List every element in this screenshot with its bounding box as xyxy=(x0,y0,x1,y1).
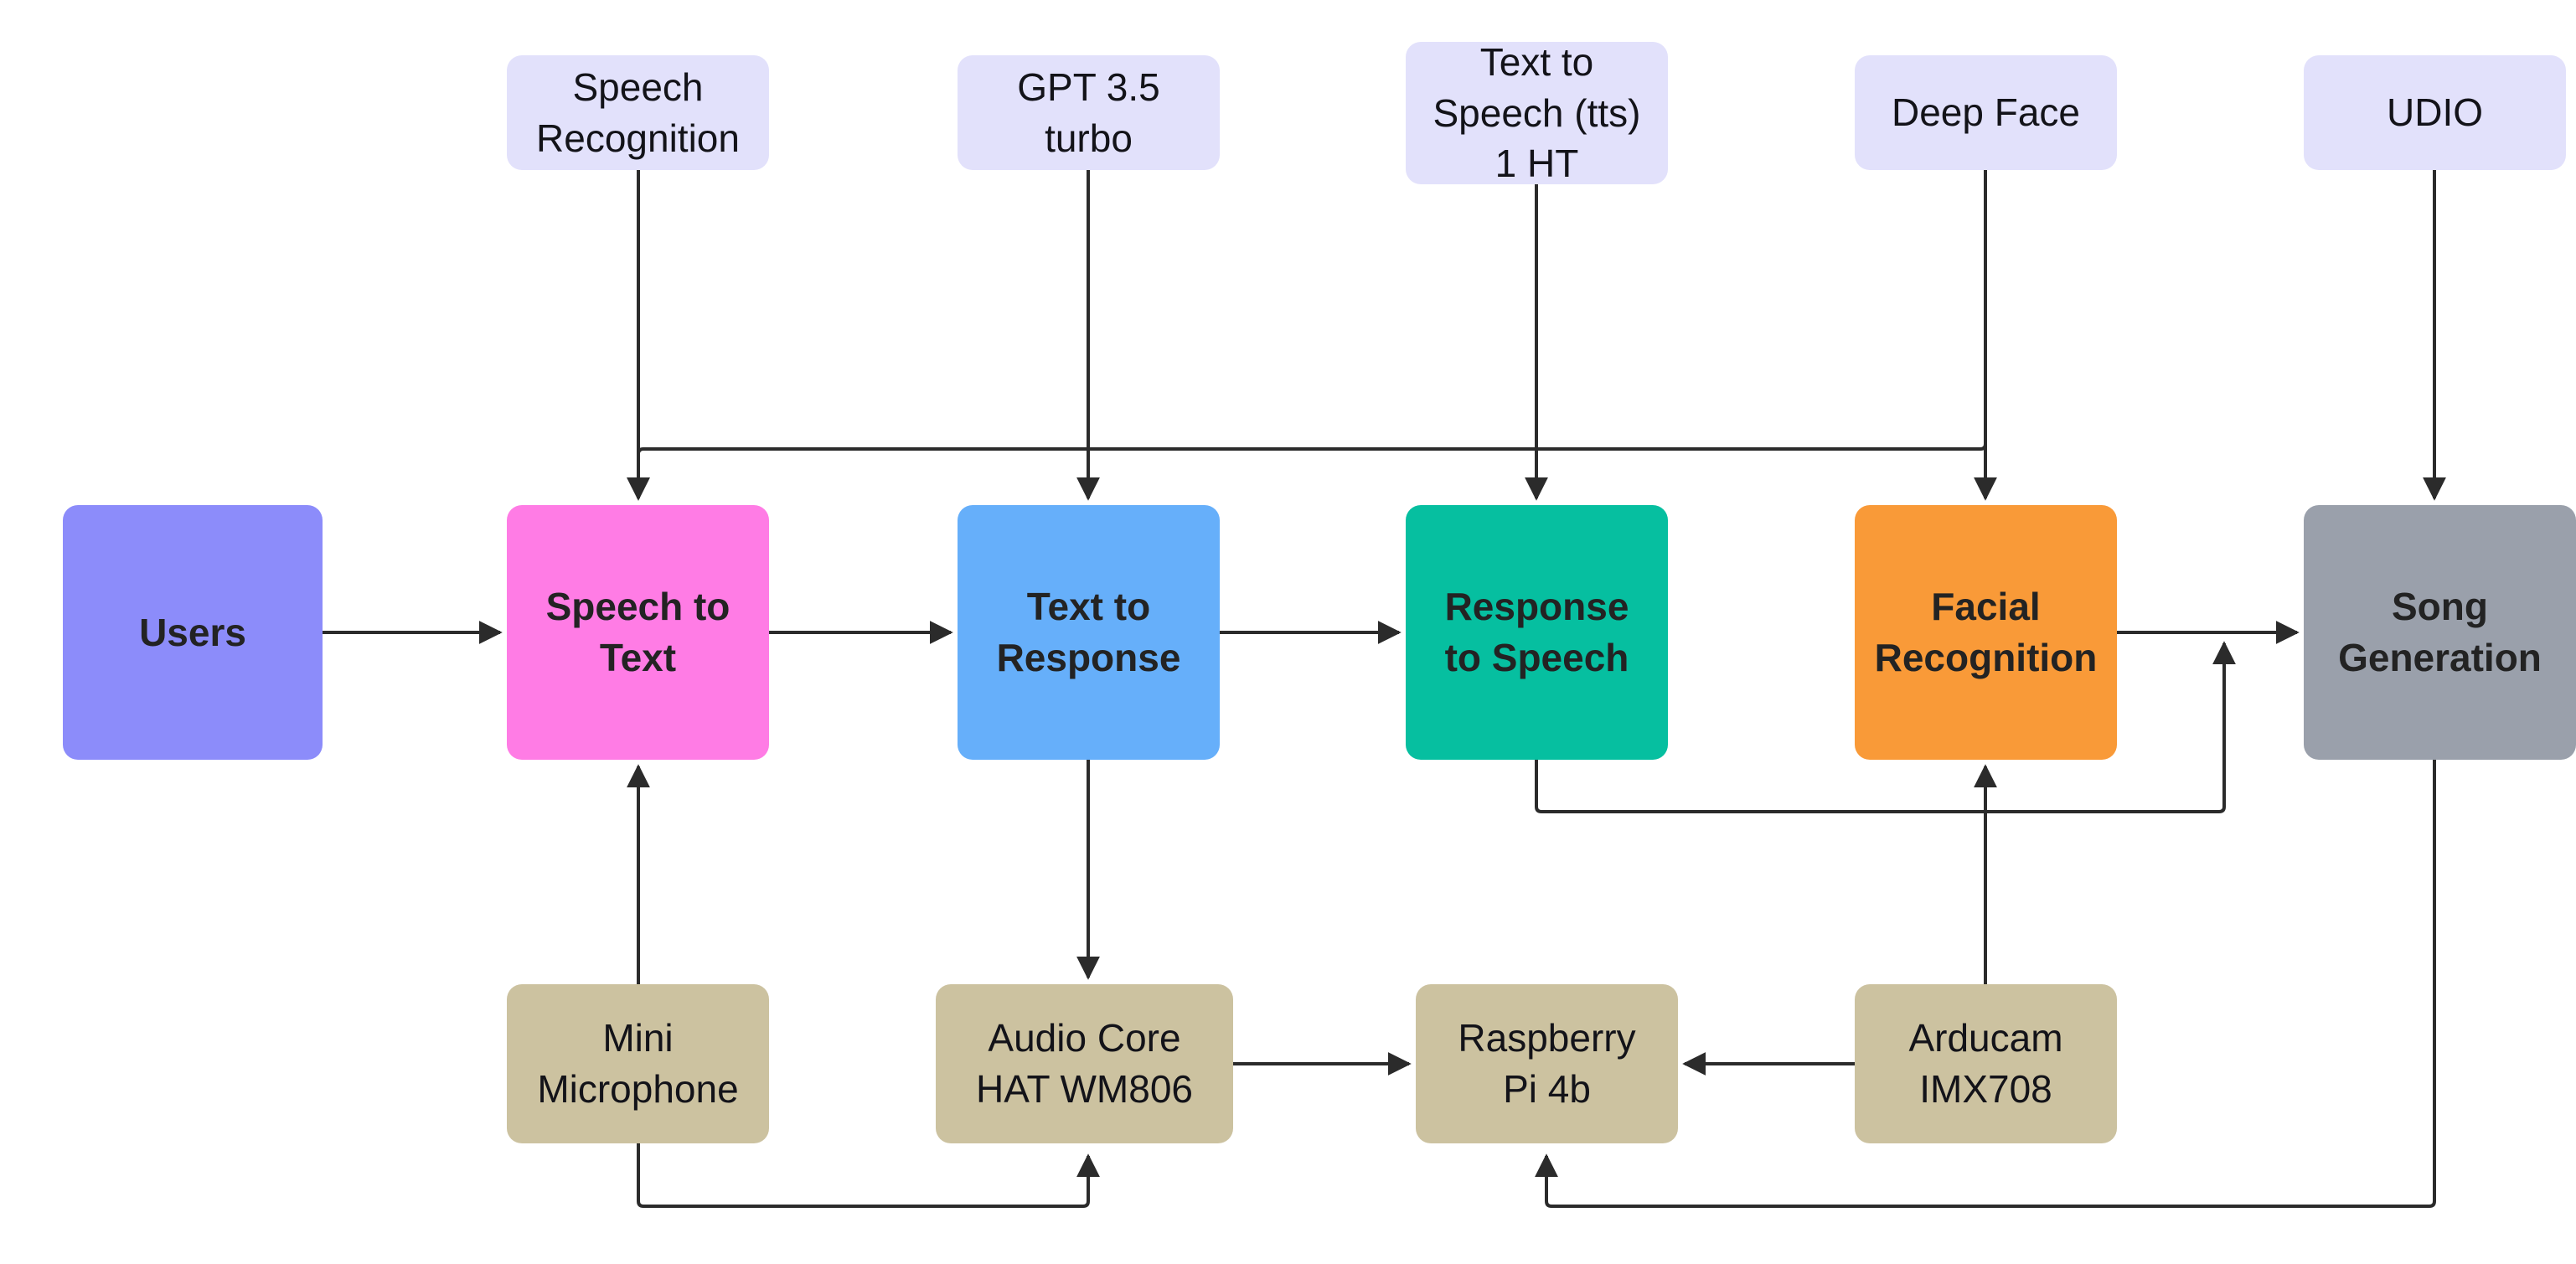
node-arducam[interactable]: Arducam IMX708 xyxy=(1855,984,2117,1143)
edge-deep-face-to-speech-to-text xyxy=(627,419,1987,501)
node-udio[interactable]: UDIO xyxy=(2304,55,2566,170)
node-label: UDIO xyxy=(2387,90,2483,135)
node-label: Raspberry Pi 4b xyxy=(1458,1016,1636,1111)
node-speech-to-text[interactable]: Speech to Text xyxy=(507,505,769,760)
node-label: Speech to Text xyxy=(545,585,730,679)
node-label: Speech Recognition xyxy=(536,64,740,160)
node-speech-recognition[interactable]: Speech Recognition xyxy=(507,55,769,170)
node-label: Mini Microphone xyxy=(537,1016,739,1111)
node-song-generation[interactable]: Song Generation xyxy=(2304,505,2576,760)
node-label: Deep Face xyxy=(1891,90,2080,135)
node-users[interactable]: Users xyxy=(63,505,323,760)
edge-response-to-speech-to-song-generation xyxy=(1535,641,2236,813)
node-label: Text to Response xyxy=(996,585,1181,679)
node-deep-face[interactable]: Deep Face xyxy=(1855,55,2117,170)
node-gpt-35-turbo[interactable]: GPT 3.5 turbo xyxy=(958,55,1220,170)
node-audio-core-hat[interactable]: Audio Core HAT WM806 xyxy=(936,984,1233,1143)
node-label: Audio Core HAT WM806 xyxy=(975,1016,1194,1111)
node-label: GPT 3.5 turbo xyxy=(1017,64,1160,160)
node-label: Facial Recognition xyxy=(1874,585,2098,679)
node-response-to-speech[interactable]: Response to Speech xyxy=(1406,505,1668,760)
node-mini-microphone[interactable]: Mini Microphone xyxy=(507,984,769,1143)
node-text-to-speech-tts[interactable]: Text to Speech (tts) 1 HT xyxy=(1406,40,1668,185)
node-text-to-response[interactable]: Text to Response xyxy=(958,505,1220,760)
node-label: Response to Speech xyxy=(1444,585,1629,679)
node-facial-recognition[interactable]: Facial Recognition xyxy=(1855,505,2117,760)
node-label: Users xyxy=(139,610,246,654)
node-label: Arducam IMX708 xyxy=(1908,1016,2063,1111)
edge-song-generation-to-raspberry-pi xyxy=(1535,760,2436,1208)
node-label: Song Generation xyxy=(2338,585,2542,679)
node-raspberry-pi[interactable]: Raspberry Pi 4b xyxy=(1416,984,1678,1143)
edge-mini-microphone-to-audio-core xyxy=(637,1143,1100,1208)
node-label: Text to Speech (tts) 1 HT xyxy=(1433,39,1641,186)
